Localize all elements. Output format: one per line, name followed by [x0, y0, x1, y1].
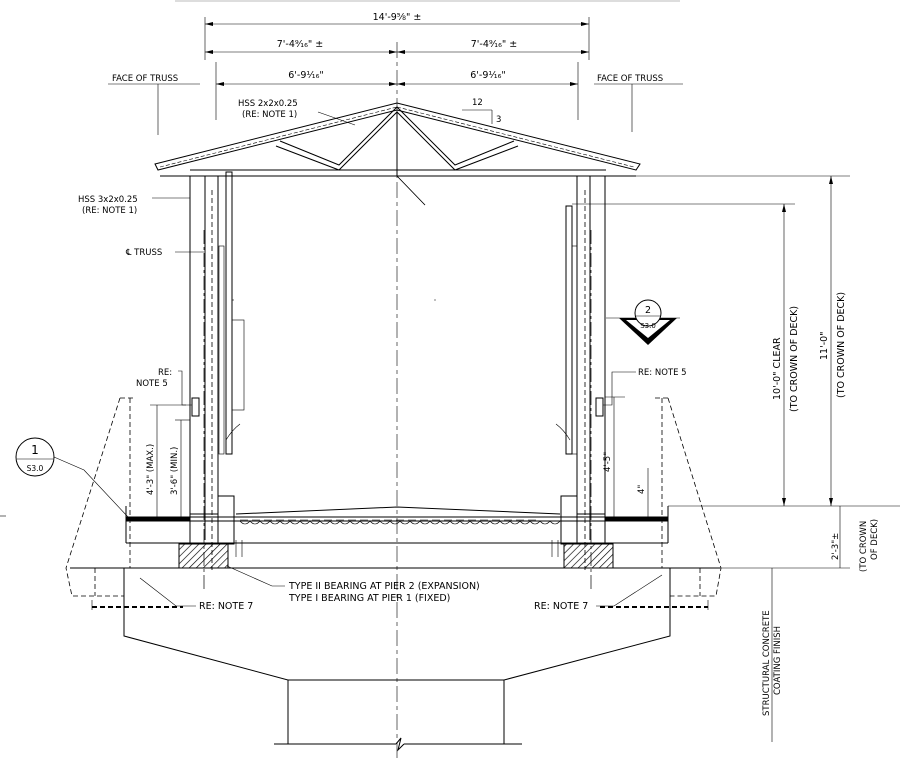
coating-finish-callout: STRUCTURAL CONCRETE COATING FINISH [762, 568, 783, 742]
coating-line2: COATING FINISH [773, 626, 783, 695]
deck-depth-dimension: 2'-3"± [831, 533, 841, 560]
roof-slope-indicator: 12 3 [462, 98, 501, 125]
curb-dimension: 4" [637, 485, 647, 494]
cl-truss-label: ℄ TRUSS [125, 248, 162, 258]
section-1-sheet: S3.0 [27, 464, 44, 473]
light-fixture-right [595, 397, 604, 417]
half-width-left-dimension: 7'-4⁹⁄₁₆" ± [277, 39, 324, 50]
roof-truss [154, 102, 641, 206]
bearing-note-line1: TYPE II BEARING AT PIER 2 (EXPANSION) [288, 581, 480, 592]
total-height-dimension: 11'-0" [819, 331, 830, 360]
section-2-sheet: S3.0 [640, 322, 656, 330]
hss-top-note: (RE: NOTE 1) [242, 110, 297, 120]
truss-posts [189, 171, 606, 590]
hss-post-label: HSS 3x2x0.25 [78, 195, 138, 205]
section-1-number: 1 [31, 443, 39, 457]
re-note7-left-label: RE: NOTE 7 [199, 601, 253, 612]
re-note5-left-line2: NOTE 5 [136, 379, 168, 389]
clear-height-sub: (TO CROWN OF DECK) [789, 306, 800, 412]
slope-rise: 3 [496, 115, 501, 125]
rail-min-dimension: 3'-6" (MIN.) [170, 447, 180, 495]
rail-right-dimension: 4'-5" [603, 452, 613, 472]
hss-post-note: (RE: NOTE 1) [82, 206, 137, 216]
height-dimensions: 10'-0" CLEAR (TO CROWN OF DECK) 11'-0" (… [572, 175, 900, 572]
section-2-number: 2 [645, 305, 651, 316]
pier [65, 397, 722, 752]
bearing-note-line2: TYPE I BEARING AT PIER 1 (FIXED) [288, 593, 450, 604]
section-marker-2: 2 S3.0 [606, 299, 680, 345]
rail-max-dimension: 4'-3" (MAX.) [146, 444, 156, 495]
coating-line1: STRUCTURAL CONCRETE [762, 610, 772, 716]
slope-run: 12 [472, 98, 483, 108]
section-marker-1: 1 S3.0 [0, 437, 129, 518]
re-note5-right-label: RE: NOTE 5 [638, 368, 687, 378]
inner-width-left-dimension: 6'-9⅟₁₆" [288, 70, 324, 81]
overall-width-dimension: 14'-9⅝" ± [373, 12, 422, 23]
rail-height-dimensions: 4'-3" (MAX.) 3'-6" (MIN.) 4'-5" 4" [146, 396, 649, 517]
clear-height-dimension: 10'-0" CLEAR [772, 337, 783, 400]
hss-top-label: HSS 2x2x0.25 [238, 99, 298, 109]
face-of-truss-right-label: FACE OF TRUSS [597, 74, 663, 84]
re-note7-right-label: RE: NOTE 7 [534, 601, 588, 612]
bearing-right [563, 543, 614, 569]
deck [125, 495, 669, 557]
bearing-left [178, 543, 229, 569]
face-of-truss-left-label: FACE OF TRUSS [112, 74, 178, 84]
deck-depth-sub2: OF DECK) [870, 519, 880, 560]
half-width-right-dimension: 7'-4⁹⁄₁₆" ± [471, 39, 518, 50]
light-fixture-left [191, 397, 200, 417]
inner-width-right-dimension: 6'-9⅟₁₆" [470, 70, 506, 81]
total-height-sub: (TO CROWN OF DECK) [836, 292, 847, 398]
face-of-truss-labels: FACE OF TRUSS FACE OF TRUSS [108, 74, 683, 135]
re-note5-left-line1: RE: [158, 368, 172, 378]
deck-depth-sub1: (TO CROWN [859, 521, 869, 572]
